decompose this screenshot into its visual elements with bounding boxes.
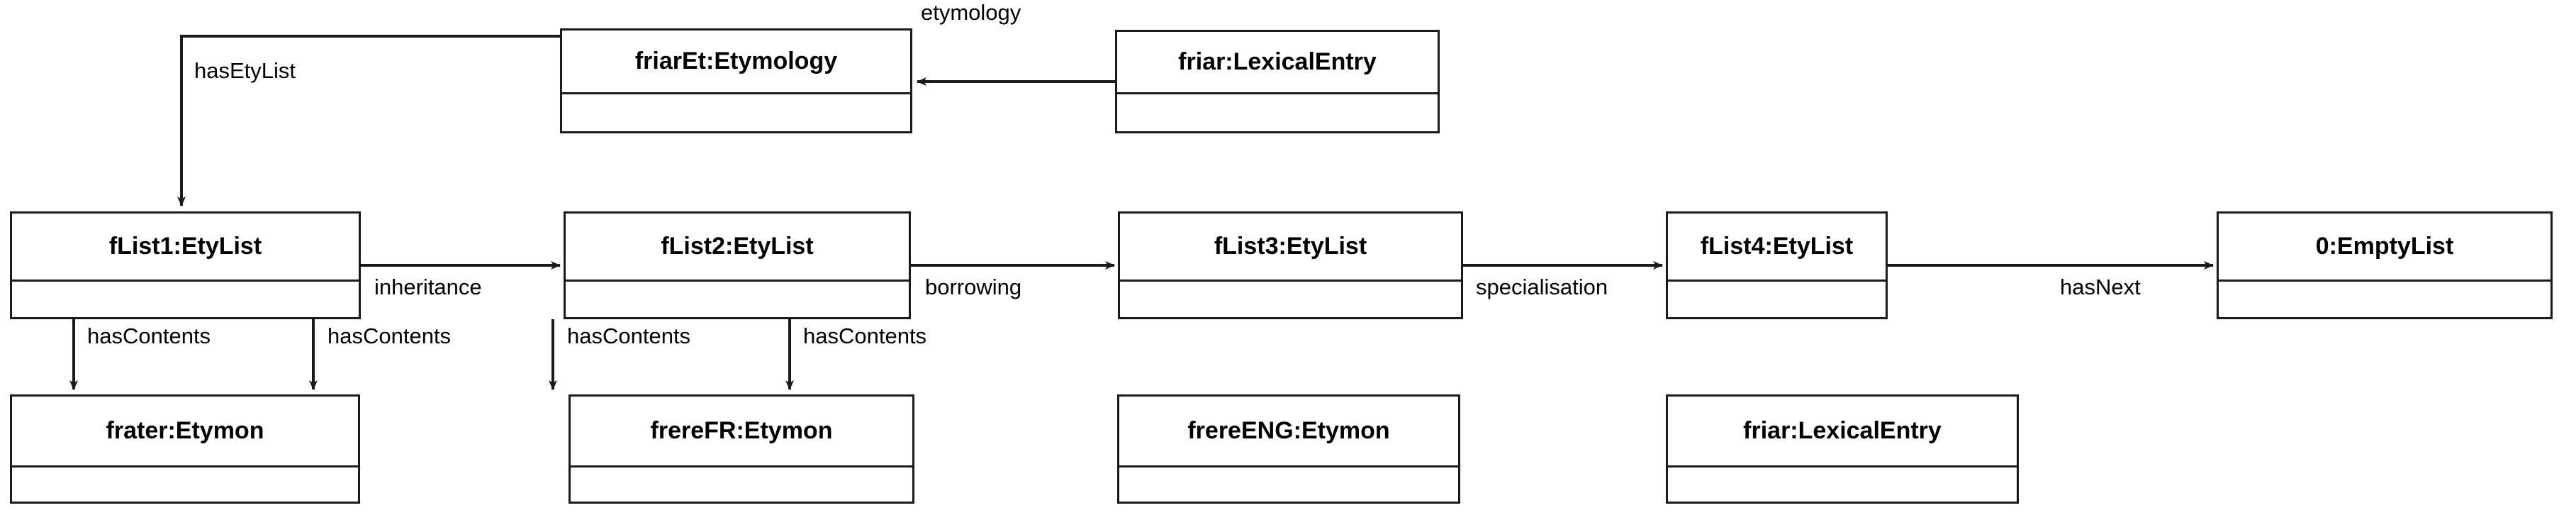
uml-node-title: fList4:EtyList (1668, 214, 1886, 282)
uml-node-emptylist[interactable]: 0:EmptyList (2217, 211, 2553, 319)
edge-label-hasContents-3: hasContents (567, 323, 691, 348)
edge-label-etymology: etymology (921, 0, 1021, 25)
edge-label-specialisation: specialisation (1476, 275, 1608, 299)
uml-node-title: frater:Etymon (12, 397, 358, 468)
uml-node-title: 0:EmptyList (2219, 214, 2550, 282)
uml-node-attributes (12, 282, 359, 317)
uml-node-flist4[interactable]: fList4:EtyList (1666, 211, 1888, 319)
uml-node-attributes (1668, 282, 1886, 317)
edge-label-hasContents-2: hasContents (327, 323, 452, 348)
uml-node-flist1[interactable]: fList1:EtyList (10, 211, 361, 319)
uml-node-flist3[interactable]: fList3:EtyList (1118, 211, 1463, 319)
uml-node-frereeng[interactable]: frereENG:Etymon (1117, 394, 1460, 504)
edge-label-borrowing: borrowing (925, 275, 1022, 299)
edge-label-hasEtyList: hasEtyList (194, 58, 296, 83)
edge-label-hasContents-4: hasContents (803, 323, 927, 348)
uml-node-frater[interactable]: frater:Etymon (10, 394, 360, 504)
uml-node-title: frereENG:Etymon (1119, 397, 1458, 468)
uml-node-title: friarEt:Etymology (562, 31, 910, 94)
uml-node-attributes (1668, 468, 2017, 502)
uml-node-attributes (566, 282, 909, 317)
uml-node-friar-lexicalentry-top[interactable]: friar:LexicalEntry (1115, 30, 1440, 133)
uml-node-attributes (562, 94, 910, 131)
uml-node-attributes (571, 468, 912, 502)
uml-node-title: frereFR:Etymon (571, 397, 912, 468)
uml-node-attributes (2219, 282, 2550, 317)
uml-node-attributes (12, 468, 358, 502)
uml-node-attributes (1117, 94, 1438, 131)
uml-node-title: fList1:EtyList (12, 214, 359, 282)
edge-label-hasContents-1: hasContents (87, 323, 211, 348)
uml-node-title: fList2:EtyList (566, 214, 909, 282)
uml-node-frerefr[interactable]: frereFR:Etymon (569, 394, 914, 504)
uml-node-friar-lexicalentry-bottom[interactable]: friar:LexicalEntry (1666, 394, 2019, 504)
uml-node-title: friar:LexicalEntry (1117, 32, 1438, 94)
edge-label-hasNext: hasNext (2060, 275, 2141, 299)
uml-node-attributes (1119, 468, 1458, 502)
edge-label-inheritance: inheritance (374, 275, 482, 299)
uml-node-title: fList3:EtyList (1120, 214, 1461, 282)
uml-node-friarEt[interactable]: friarEt:Etymology (560, 28, 912, 133)
uml-node-title: friar:LexicalEntry (1668, 397, 2017, 468)
uml-node-attributes (1120, 282, 1461, 317)
uml-node-flist2[interactable]: fList2:EtyList (564, 211, 911, 319)
